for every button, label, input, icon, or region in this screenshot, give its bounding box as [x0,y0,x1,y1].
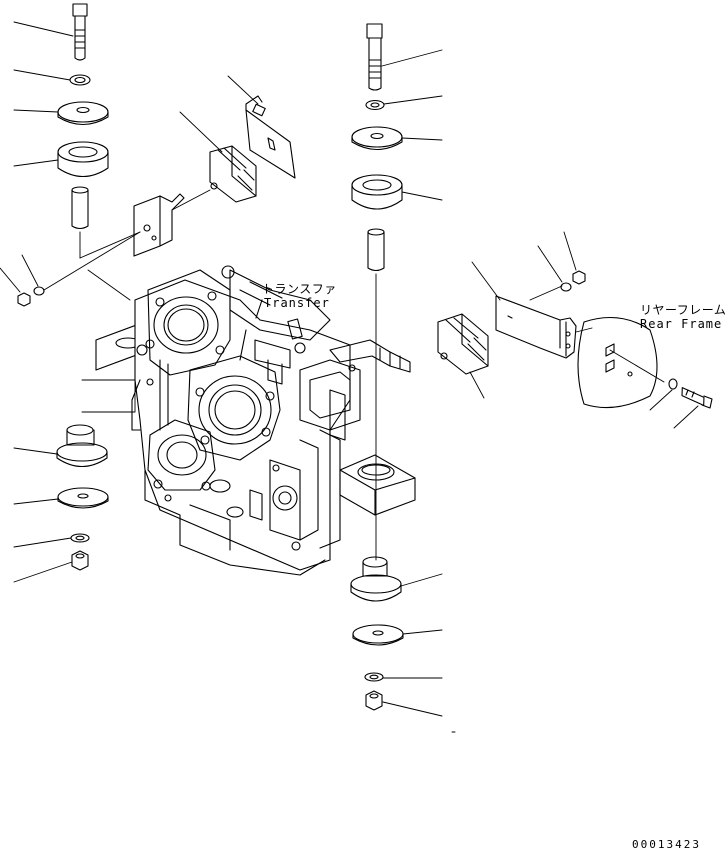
right-bracket-washer [537,245,572,292]
upper-left-bracket [133,189,211,257]
left-lower-plate [57,487,109,509]
left-upper-plate [57,101,109,126]
rear-frame-label-jp: リヤーフレーム [640,303,726,317]
right-lower-cushion [350,556,402,602]
right-upper-spacer [367,228,385,272]
leader-lines-right-upper [375,49,443,561]
right-upper-plate [351,126,403,151]
right-lower-nut [365,690,383,711]
left-nut-small [0,267,31,307]
rear-frame-block [339,454,416,516]
rear-frame-panel [575,317,665,409]
upper-bracket-plate [227,75,296,179]
transfer-case [95,265,361,576]
right-lower-plate [352,624,404,646]
right-lower-washer [364,672,384,682]
right-upper-cushion [351,174,403,210]
left-upper-spacer [71,186,89,230]
rear-frame-bolt [673,387,713,429]
transfer-label-jp: トランスファ [262,282,337,296]
left-upper-washer [69,74,91,86]
right-upper-bolt [366,23,383,91]
right-bracket-nut [563,231,586,285]
leader-lines-left-lower [13,379,136,583]
left-lower-washer [70,533,90,543]
right-bracket-plate [471,261,577,359]
rear-frame-label-en: Rear Frame [640,317,723,331]
leader-lines-left-upper [13,21,141,301]
upper-engine-mount [179,111,257,203]
transfer-label-en: Transfer [264,296,330,310]
left-lower-nut [71,550,89,571]
housing-right-bracket [329,339,411,441]
left-upper-cushion [57,141,109,178]
left-lower-cushion [56,424,108,468]
leader-lines-right-lower [382,573,456,733]
drawing-code: 00013423 [632,838,701,850]
left-washer-small [21,231,141,296]
left-upper-bolt [72,3,88,61]
rear-frame-washer [649,378,678,411]
right-upper-washer [365,99,385,111]
right-engine-mount [437,313,489,399]
